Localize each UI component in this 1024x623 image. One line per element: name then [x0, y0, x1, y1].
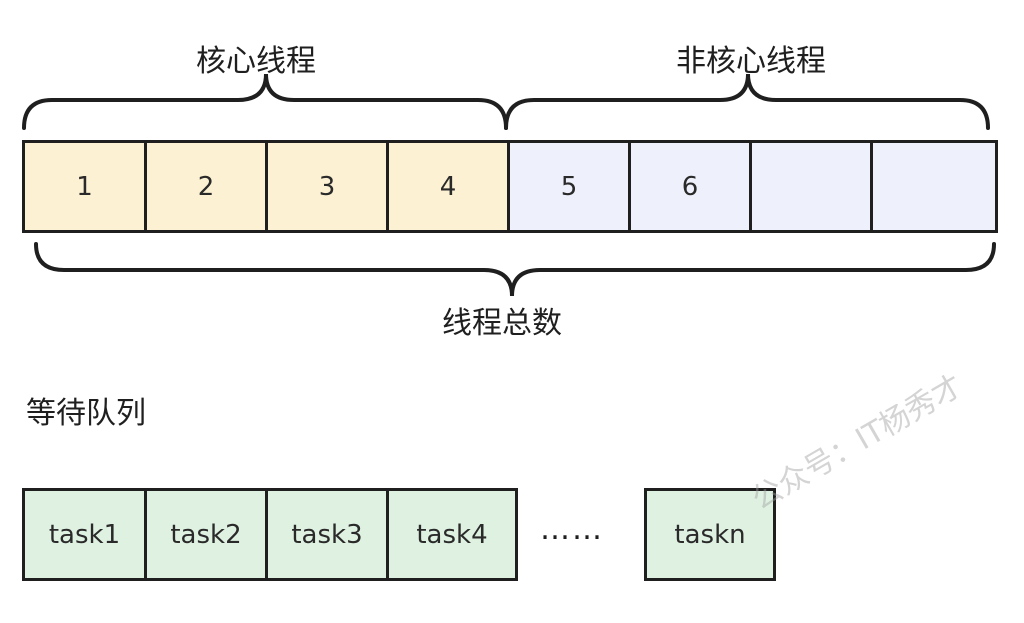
thread-cell-core: 2	[147, 143, 268, 230]
queue-task-cell: task1	[25, 491, 147, 578]
thread-cell-non-core	[873, 143, 995, 230]
wait-queue-label: 等待队列	[26, 396, 146, 431]
watermark: 公众号：IT杨秀才	[746, 368, 969, 518]
thread-cell-core: 3	[268, 143, 389, 230]
non-core-threads-label: 非核心线程	[676, 44, 826, 79]
thread-pool-row: 1 2 3 4 5 6	[22, 140, 998, 233]
thread-cell-non-core: 6	[631, 143, 752, 230]
queue-last-task-row: taskn	[644, 488, 776, 581]
queue-task-cell: task2	[147, 491, 268, 578]
thread-cell-non-core	[752, 143, 873, 230]
thread-cell-core: 4	[389, 143, 510, 230]
queue-task-cell: task4	[389, 491, 515, 578]
queue-ellipsis: ……	[540, 512, 604, 547]
total-threads-brace	[34, 242, 996, 297]
queue-task-cell: task3	[268, 491, 389, 578]
non-core-threads-brace	[504, 73, 990, 130]
wait-queue-row: task1 task2 task3 task4	[22, 488, 518, 581]
core-threads-label: 核心线程	[196, 44, 316, 79]
queue-task-cell-last: taskn	[647, 491, 773, 578]
total-threads-label: 线程总数	[442, 306, 562, 341]
core-threads-brace	[22, 73, 508, 130]
thread-cell-non-core: 5	[510, 143, 631, 230]
thread-cell-core: 1	[25, 143, 147, 230]
